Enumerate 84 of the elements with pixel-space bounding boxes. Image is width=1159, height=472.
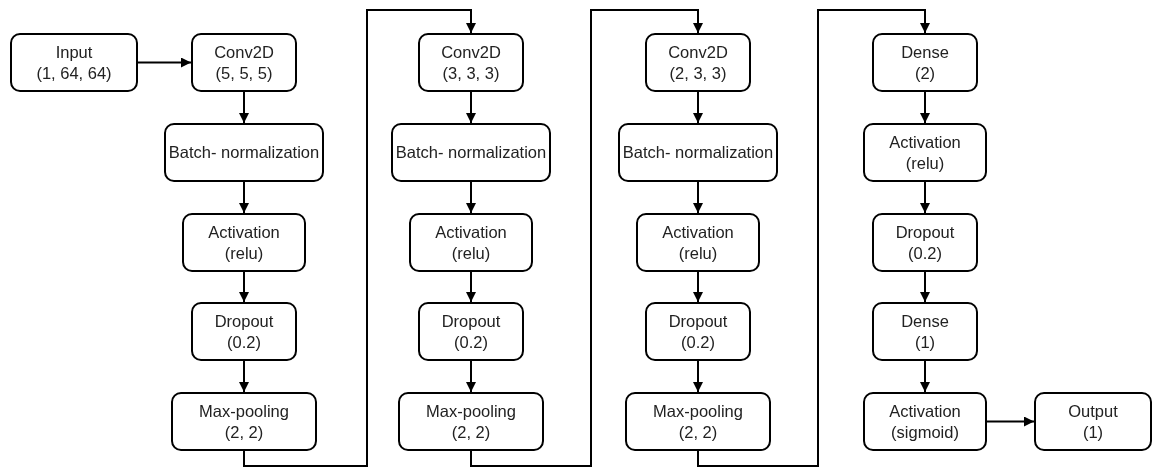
layer-label: (2, 3, 3)	[669, 62, 727, 84]
arrow	[693, 181, 703, 214]
layer-box	[1034, 392, 1152, 451]
layer-box	[863, 392, 987, 451]
layer-label: (relu)	[224, 242, 264, 264]
arrow	[466, 181, 476, 214]
arrow	[920, 91, 930, 124]
layer-label: (sigmoid)	[891, 421, 959, 443]
layer-label: Batch- normalization	[395, 142, 547, 163]
layer-box	[863, 123, 987, 182]
layer-label: (3, 3, 3)	[442, 62, 500, 84]
layer-label: Dropout	[214, 310, 274, 332]
layer-box	[872, 302, 978, 361]
arrow	[239, 360, 249, 393]
layer-label: (relu)	[678, 242, 718, 264]
layer-label: (1)	[914, 331, 936, 353]
layer-box	[645, 302, 751, 361]
layer-label: Dropout	[895, 221, 955, 243]
layer-box	[171, 392, 317, 451]
arrow	[243, 9, 476, 467]
layer-box	[398, 392, 544, 451]
layer-box	[409, 213, 533, 272]
layer-box	[636, 213, 760, 272]
layer-label: Activation	[889, 131, 961, 153]
arrow	[239, 181, 249, 214]
layer-label: (1)	[1082, 421, 1104, 443]
layer-box	[164, 123, 324, 182]
layer-box	[391, 123, 551, 182]
layer-label: Max-pooling	[653, 400, 743, 422]
arrow	[693, 360, 703, 393]
layer-box	[10, 33, 138, 92]
layer-label: Dropout	[668, 310, 728, 332]
arrow	[137, 57, 192, 68]
layer-label: Conv2D	[214, 41, 274, 63]
arrow	[697, 9, 930, 467]
arrow	[466, 360, 476, 393]
layer-label: Batch- normalization	[168, 142, 320, 163]
arrow	[239, 91, 249, 124]
layer-label: Max-pooling	[426, 400, 516, 422]
layer-label: Activation	[889, 400, 961, 422]
layer-label: Dropout	[441, 310, 501, 332]
arrow	[466, 91, 476, 124]
layer-label: Activation	[662, 221, 734, 243]
layer-box	[182, 213, 306, 272]
layer-box	[872, 33, 978, 92]
layer-box	[872, 213, 978, 272]
layer-box	[191, 302, 297, 361]
layer-label: (0.2)	[681, 331, 715, 353]
layer-label: (1, 64, 64)	[36, 62, 112, 84]
layer-label: Max-pooling	[199, 400, 289, 422]
layer-label: Output	[1068, 400, 1118, 422]
layer-box	[191, 33, 297, 92]
layer-label: (0.2)	[908, 242, 942, 264]
layer-label: Batch- normalization	[622, 142, 774, 163]
layer-label: Activation	[208, 221, 280, 243]
layer-label: (2, 2)	[678, 421, 718, 443]
layer-label: Dense	[901, 310, 949, 332]
layer-box	[625, 392, 771, 451]
layer-label: (0.2)	[454, 331, 488, 353]
arrow	[693, 91, 703, 124]
arrow	[986, 416, 1035, 427]
layer-label: Conv2D	[441, 41, 501, 63]
layer-label: Activation	[435, 221, 507, 243]
layer-box	[618, 123, 778, 182]
layer-label: Dense	[901, 41, 949, 63]
layer-label: (relu)	[451, 242, 491, 264]
layer-label: (2)	[914, 62, 936, 84]
layer-label: (2, 2)	[224, 421, 264, 443]
layer-box	[418, 33, 524, 92]
layer-box	[645, 33, 751, 92]
arrow	[239, 271, 249, 303]
arrow	[920, 360, 930, 393]
layer-box	[418, 302, 524, 361]
layer-label: Conv2D	[668, 41, 728, 63]
arrow	[470, 9, 703, 467]
layer-label: (relu)	[905, 152, 945, 174]
arrow	[920, 271, 930, 303]
layer-label: (0.2)	[227, 331, 261, 353]
arrow	[466, 271, 476, 303]
layer-label: (5, 5, 5)	[215, 62, 273, 84]
layer-label: (2, 2)	[451, 421, 491, 443]
layer-label: Input	[55, 41, 93, 63]
arrow	[920, 181, 930, 214]
arrow	[693, 271, 703, 303]
